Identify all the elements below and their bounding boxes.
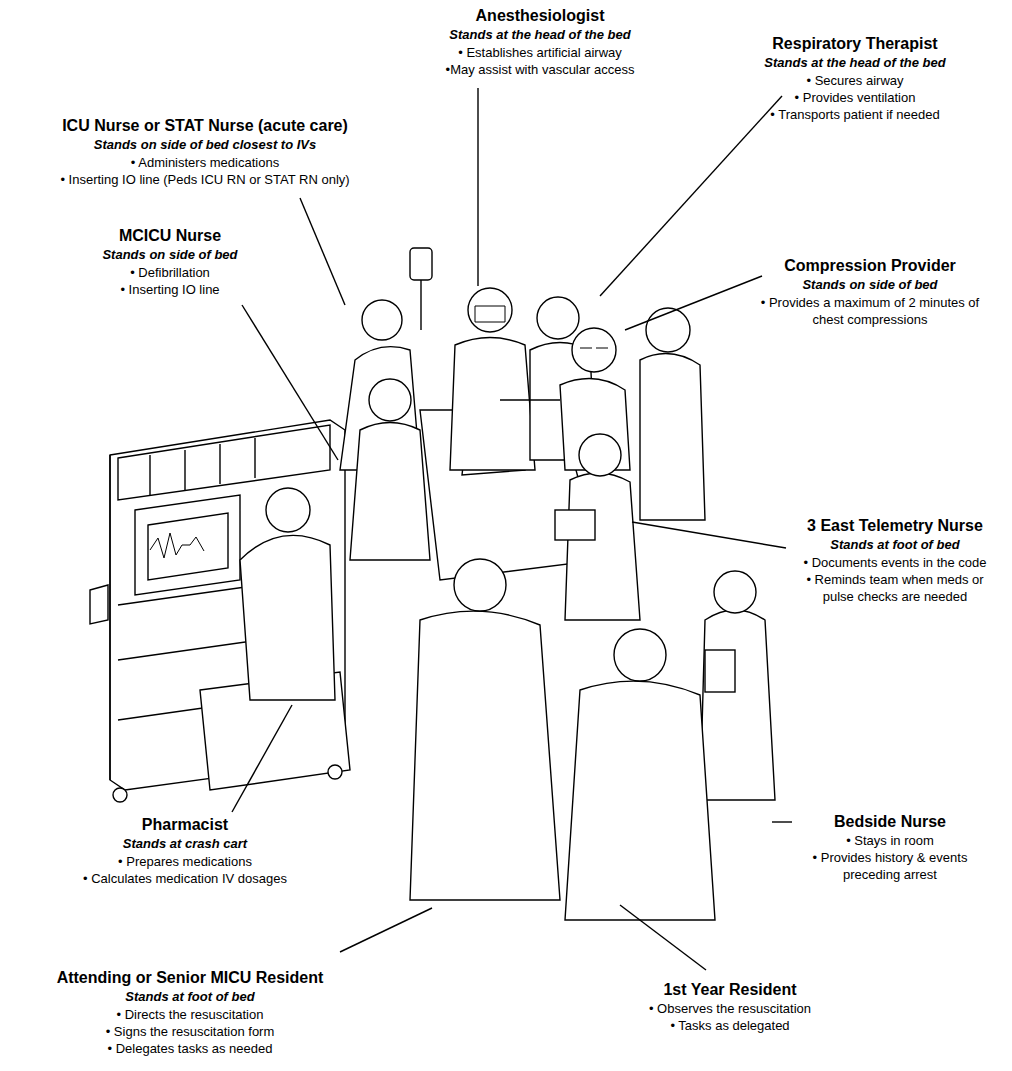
role-duty: • Provides history & events preceding ar… — [800, 849, 980, 883]
role-duty: • Reminds team when meds or pulse checks… — [790, 571, 1000, 605]
role-duty: • Documents events in the code — [790, 554, 1000, 571]
role-position: Stands on side of bed — [745, 276, 995, 294]
role-title: 1st Year Resident — [620, 980, 840, 1000]
role-duty: • Transports patient if needed — [725, 106, 985, 123]
role-label-group: Compression ProviderStands on side of be… — [745, 256, 995, 328]
role-duty: • Observes the resuscitation — [620, 1000, 840, 1017]
role-duty: • Directs the resuscitation — [30, 1006, 350, 1023]
foreground-silhouettes — [410, 559, 715, 920]
role-label-group: Attending or Senior MICU ResidentStands … — [30, 968, 350, 1057]
leader-lines — [232, 88, 792, 970]
role-position: Stands on side of bed closest to IVs — [5, 136, 405, 154]
role-duty: • Inserting IO line (Peds ICU RN or STAT… — [5, 171, 405, 188]
role-label-group: ICU Nurse or STAT Nurse (acute care)Stan… — [5, 116, 405, 188]
role-duty: •May assist with vascular access — [410, 61, 670, 78]
crash-cart — [90, 420, 350, 802]
role-duty: • Establishes artificial airway — [410, 44, 670, 61]
role-label-group: Bedside Nurse• Stays in room• Provides h… — [800, 812, 980, 883]
role-duty: • Secures airway — [725, 72, 985, 89]
role-title: Respiratory Therapist — [725, 34, 985, 54]
role-duty: • Signs the resuscitation form — [30, 1023, 350, 1040]
role-duty: • Provides ventilation — [725, 89, 985, 106]
role-position: Stands at the head of the bed — [410, 26, 670, 44]
role-title: Attending or Senior MICU Resident — [30, 968, 350, 988]
role-title: Bedside Nurse — [800, 812, 980, 832]
role-label-group: MCICU NurseStands on side of bed• Defibr… — [60, 226, 280, 298]
role-position: Stands at foot of bed — [30, 988, 350, 1006]
role-duty: • Provides a maximum of 2 minutes of che… — [745, 294, 995, 328]
role-position: Stands at foot of bed — [790, 536, 1000, 554]
role-duty: • Defibrillation — [60, 264, 280, 281]
role-position: Stands on side of bed — [60, 246, 280, 264]
role-title: 3 East Telemetry Nurse — [790, 516, 1000, 536]
role-label-group: Respiratory TherapistStands at the head … — [725, 34, 985, 123]
role-title: Compression Provider — [745, 256, 995, 276]
role-duty: • Inserting IO line — [60, 281, 280, 298]
role-title: MCICU Nurse — [60, 226, 280, 246]
role-label-group: PharmacistStands at crash cart• Prepares… — [35, 815, 335, 887]
role-duty: • Calculates medication IV dosages — [35, 870, 335, 887]
role-duty: • Administers medications — [5, 154, 405, 171]
role-title: ICU Nurse or STAT Nurse (acute care) — [5, 116, 405, 136]
role-label-group: 1st Year Resident• Observes the resuscit… — [620, 980, 840, 1034]
role-duty: • Delegates tasks as needed — [30, 1040, 350, 1057]
role-duty: • Stays in room — [800, 832, 980, 849]
role-title: Anesthesiologist — [410, 6, 670, 26]
role-title: Pharmacist — [35, 815, 335, 835]
role-duty: • Tasks as delegated — [620, 1017, 840, 1034]
role-position: Stands at crash cart — [35, 835, 335, 853]
role-duty: • Prepares medications — [35, 853, 335, 870]
role-position: Stands at the head of the bed — [725, 54, 985, 72]
role-label-group: AnesthesiologistStands at the head of th… — [410, 6, 670, 78]
role-label-group: 3 East Telemetry NurseStands at foot of … — [790, 516, 1000, 605]
